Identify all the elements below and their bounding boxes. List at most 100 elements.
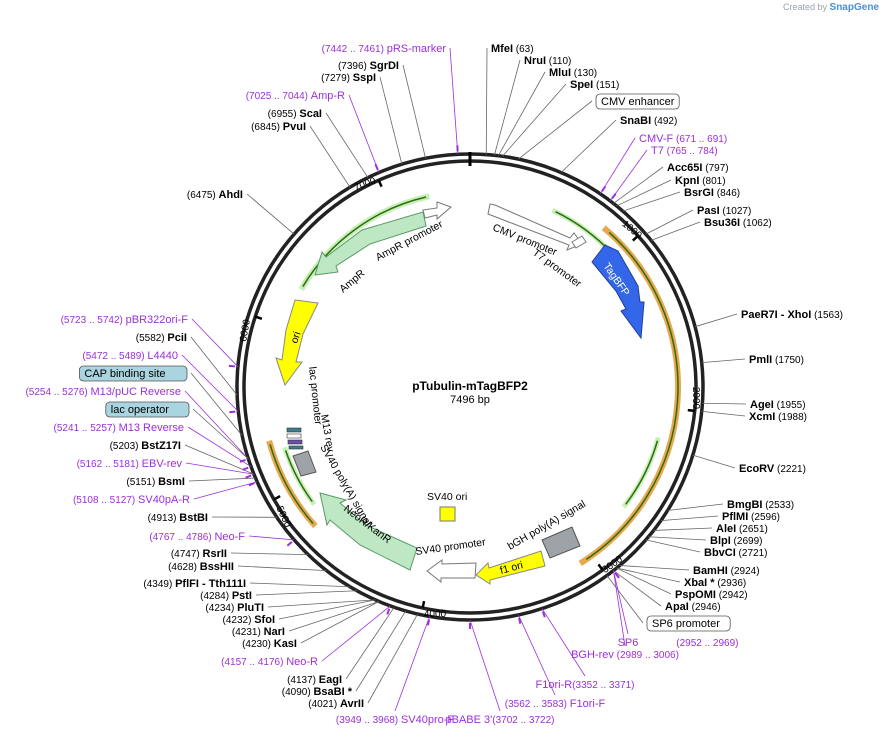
label-name: SV40pro-F: [401, 714, 454, 726]
left-label-13[interactable]: (5241 .. 5257) M13 Reverse: [54, 422, 184, 434]
right-label-3[interactable]: SpeI (151): [570, 79, 619, 91]
left-label-19[interactable]: (4767 .. 4786) Neo-F: [149, 531, 245, 543]
left-leader-3: [348, 94, 380, 173]
right-label-13[interactable]: PaeR7I - XhoI (1563): [741, 309, 843, 321]
right-label-24[interactable]: XbaI * (2936): [684, 577, 746, 589]
right-label-7[interactable]: T7 (765 .. 784): [651, 145, 718, 157]
left-label-26[interactable]: (4231) NarI: [232, 626, 285, 638]
bottom-label-3[interactable]: F1ori-R(3352 .. 3371): [536, 679, 635, 691]
left-label-8[interactable]: (5582) PciI: [136, 332, 187, 344]
bottom-label-0[interactable]: (3949 .. 3968) SV40pro-F: [336, 714, 455, 726]
label-position: (4230): [242, 639, 274, 650]
lac-operator-box[interactable]: [287, 439, 303, 445]
right-box-27[interactable]: [646, 615, 731, 632]
ampr-promoter-arrow[interactable]: [422, 201, 452, 221]
left-label-21[interactable]: (4628) BssHII: [168, 561, 234, 573]
left-box-10[interactable]: [79, 365, 188, 382]
left-label-25[interactable]: (4232) SfoI: [223, 614, 275, 626]
left-label-23[interactable]: (4284) PstI: [200, 590, 252, 602]
left-label-2[interactable]: (7279) SspI: [321, 72, 376, 84]
left-label-27[interactable]: (4230) KasI: [242, 638, 297, 650]
left-label-17[interactable]: (5108 .. 5127) SV40pA-R: [73, 494, 190, 506]
sv40-ori-box[interactable]: [439, 506, 456, 522]
left-label-24[interactable]: (4234) PluTI: [205, 602, 264, 614]
left-label-10[interactable]: CAP binding site: [84, 368, 165, 380]
t7-promoter-arrow[interactable]: [571, 235, 587, 249]
right-label-21[interactable]: BlpI (2699): [710, 535, 762, 547]
right-label-12[interactable]: Bsu36I (1062): [704, 217, 772, 229]
right-label-20[interactable]: AleI (2651): [716, 523, 768, 535]
left-box-12[interactable]: [105, 401, 190, 418]
left-label-28[interactable]: (4157 .. 4176) Neo-R: [221, 656, 318, 668]
right-label-15[interactable]: AgeI (1955): [750, 399, 806, 411]
label-name: F1ori-F: [570, 698, 606, 710]
left-leader-14: [184, 444, 255, 475]
m13-rev-box[interactable]: [288, 445, 304, 450]
right-label-22[interactable]: BbvCI (2721): [704, 547, 767, 559]
left-label-15[interactable]: (5162 .. 5181) EBV-rev: [77, 458, 183, 470]
bottom-label-2[interactable]: (3562 .. 3583) F1ori-F: [505, 698, 606, 710]
ampr-arrow[interactable]: [314, 211, 427, 276]
right-label-6[interactable]: CMV-F (671 .. 691): [639, 133, 727, 145]
right-label-2[interactable]: MluI (130): [549, 67, 597, 79]
bottom-label-1[interactable]: pBABE 3'(3702 .. 3722): [445, 714, 554, 726]
bottom-label-5[interactable]: SP6 (2952 .. 2969): [618, 637, 739, 649]
left-label-31[interactable]: (4021) AvrII: [308, 698, 364, 710]
left-label-30[interactable]: (4090) BsaBI *: [282, 686, 353, 698]
left-label-9[interactable]: (5472 .. 5489) L4440: [82, 350, 178, 362]
bottom-label-4[interactable]: BGH-rev (2989 .. 3006): [571, 649, 679, 661]
bottom-leader-2: [518, 614, 556, 696]
right-label-14[interactable]: PmlI (1750): [749, 354, 804, 366]
right-leader-19: [660, 515, 719, 522]
right-label-25[interactable]: PspOMI (2942): [675, 589, 748, 601]
bottom-primer-mark-0: [426, 619, 431, 626]
tagbfp-arrow[interactable]: [591, 244, 645, 340]
right-label-5[interactable]: SnaBI (492): [620, 115, 677, 127]
left-label-1[interactable]: (7396) SgrDI: [338, 60, 399, 72]
right-label-16[interactable]: XcmI (1988): [749, 411, 807, 423]
left-label-29[interactable]: (4137) EagI: [287, 674, 342, 686]
right-label-11[interactable]: PasI (1027): [697, 205, 751, 217]
ori-arrow[interactable]: [275, 299, 319, 387]
left-label-20[interactable]: (4747) RsrII: [171, 548, 227, 560]
right-label-18[interactable]: BmgBI (2533): [727, 499, 794, 511]
sv40-polya-box[interactable]: [292, 450, 317, 477]
right-leader-3: [502, 83, 567, 157]
label-name: BbvCI: [704, 547, 736, 559]
lac-promoter-box[interactable]: [286, 433, 302, 439]
right-label-9[interactable]: KpnI (801): [675, 175, 726, 187]
left-label-18[interactable]: (4913) BstBI: [148, 512, 208, 524]
right-label-10[interactable]: BsrGI (846): [684, 187, 740, 199]
left-label-3[interactable]: (7025 .. 7044) Amp-R: [246, 90, 345, 102]
right-label-1[interactable]: NruI (110): [524, 55, 571, 67]
plasmid-length: 7496 bp: [450, 394, 490, 406]
f1-ori-arrow[interactable]: [475, 550, 546, 585]
right-label-19[interactable]: PflMI (2596): [722, 511, 780, 523]
t7-promoter-label: T7 promoter: [530, 247, 584, 291]
right-label-17[interactable]: EcoRV (2221): [739, 463, 806, 475]
label-position: (7442 .. 7461): [322, 44, 387, 55]
right-label-27[interactable]: SP6 promoter: [652, 618, 720, 630]
left-label-14[interactable]: (5203) BstZ17I: [110, 440, 181, 452]
left-label-12[interactable]: lac operator: [111, 404, 169, 416]
right-box-4[interactable]: [595, 93, 680, 110]
right-label-26[interactable]: ApaI (2946): [665, 601, 721, 613]
right-label-8[interactable]: Acc65I (797): [667, 162, 729, 174]
right-label-23[interactable]: BamHI (2924): [693, 565, 760, 577]
left-label-22[interactable]: (4349) PflFI - Tth111I: [143, 578, 246, 590]
label-name: T7: [651, 145, 664, 157]
left-label-16[interactable]: (5151) BsmI: [126, 476, 185, 488]
cap-binding-site-box[interactable]: [286, 427, 302, 433]
left-label-6[interactable]: (6475) AhdI: [187, 189, 243, 201]
left-label-7[interactable]: (5723 .. 5742) pBR322ori-F: [61, 314, 189, 326]
left-label-0[interactable]: (7442 .. 7461) pRS-marker: [322, 43, 447, 55]
right-label-4[interactable]: CMV enhancer: [601, 96, 675, 108]
sv40-promoter-arrow[interactable]: [426, 559, 477, 584]
left-label-4[interactable]: (6955) ScaI: [268, 108, 322, 120]
left-label-11[interactable]: (5254 .. 5276) M13/pUC Reverse: [25, 386, 181, 398]
right-label-0[interactable]: MfeI (63): [491, 43, 534, 55]
bgh-polya-box[interactable]: [541, 526, 581, 559]
left-label-5[interactable]: (6845) PvuI: [251, 121, 306, 133]
neor-kanr-arrow[interactable]: [319, 492, 418, 571]
ampr-label: AmpR: [337, 267, 367, 295]
